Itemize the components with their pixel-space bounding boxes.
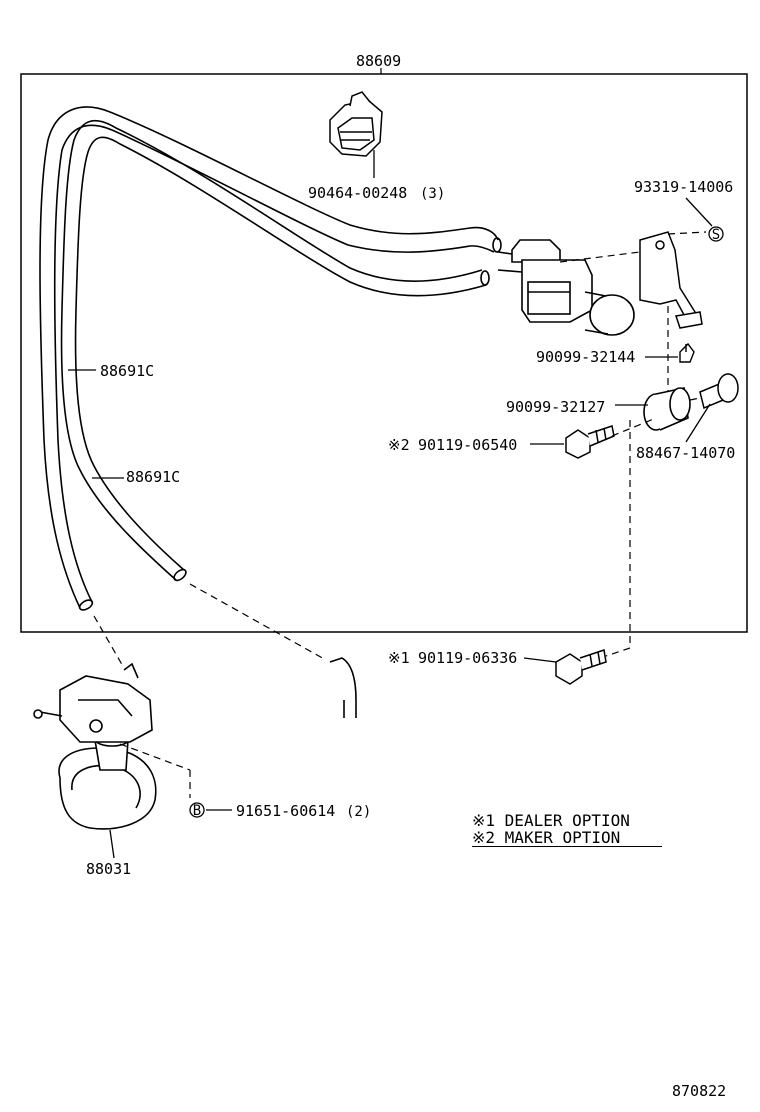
bracket-screw-label: 93319-14006: [634, 178, 733, 196]
actuator-screw-qty-label: (2): [346, 804, 371, 820]
maker-option-note: ※2 MAKER OPTION: [472, 829, 662, 847]
option-legend: ※1 DEALER OPTION ※2 MAKER OPTION: [472, 812, 662, 847]
bolt-dealer-mark-label: ※1: [388, 649, 410, 667]
dealer-option-note: ※1 DEALER OPTION: [472, 811, 630, 830]
bolt-maker-part: [565, 425, 615, 459]
pipe-end: [329, 657, 357, 718]
assembly-frame: [20, 73, 748, 633]
assembly-number-label: 88609: [356, 52, 401, 70]
figure-code: 870822: [672, 1082, 727, 1100]
actuator-part: [33, 662, 157, 830]
grommet-small-label: 90099-32144: [536, 348, 635, 366]
bolt-maker-label: 90119-06540: [418, 436, 517, 454]
connector-qty-label: (3): [420, 186, 445, 202]
actuator-screw-label: 91651-60614: [236, 802, 335, 820]
connector-label: 90464-00248: [308, 184, 407, 202]
bolt-maker-mark-label: ※2: [388, 436, 410, 454]
collar-part: [699, 373, 739, 410]
assembly-dashed-lines: [93, 231, 707, 798]
valve-bracket: [639, 231, 703, 329]
bolt-dealer-part: [555, 649, 607, 685]
grommet-large-label: 90099-32127: [506, 398, 605, 416]
actuator-label: 88031: [86, 860, 131, 878]
connector-clip-part: [329, 91, 383, 157]
actuator-screw-mark: B: [193, 803, 201, 819]
grommet-small-part: [679, 342, 695, 363]
vacuum-switching-valve: [497, 239, 635, 336]
leader-lines: [68, 150, 713, 859]
vacuum-hose-set: [39, 106, 502, 611]
bracket-screw-mark: S: [712, 227, 720, 243]
grommet-large-part: [643, 387, 691, 431]
hose-a-label: 88691C: [100, 362, 154, 380]
bolt-dealer-label: 90119-06336: [418, 649, 517, 667]
hose-b-label: 88691C: [126, 468, 180, 486]
collar-label: 88467-14070: [636, 444, 735, 462]
